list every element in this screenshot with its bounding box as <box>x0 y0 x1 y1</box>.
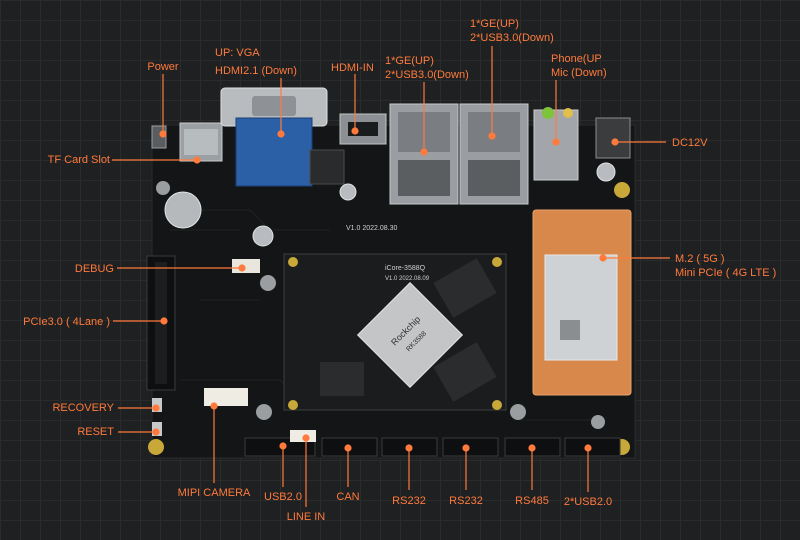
label-debug: DEBUG <box>74 263 114 275</box>
label-ge-usb-2: 1*GE(UP) 2*USB3.0(Down) <box>470 17 554 45</box>
label-ge-usb-1: 1*GE(UP) 2*USB3.0(Down) <box>385 54 469 82</box>
label-ge2-line1: 1*GE(UP) <box>470 18 519 30</box>
label-m2-line1: M.2 ( 5G ) <box>675 253 725 265</box>
label-rs232-2: RS232 <box>449 495 483 507</box>
label-tf-card-slot: TF Card Slot <box>47 154 110 166</box>
usb2x2-header <box>564 437 621 457</box>
hdmi-connector <box>309 149 345 185</box>
rtc-battery <box>164 191 202 229</box>
label-phone-mic: Phone(UP Mic (Down) <box>551 52 607 80</box>
mipi-camera-connector <box>204 388 248 406</box>
som-name-text: iCore-3588Q <box>385 265 426 272</box>
label-m2-minipcie: M.2 ( 5G ) Mini PCIe ( 4G LTE ) <box>675 252 776 280</box>
label-phone-line2: Mic (Down) <box>551 67 607 79</box>
label-hdmi-in: HDMI-IN <box>331 62 374 74</box>
emmc-chip <box>320 362 364 396</box>
label-ge1-line1: 1*GE(UP) <box>385 55 434 67</box>
label-dc12v: DC12V <box>672 137 708 149</box>
label-power: Power <box>147 61 179 73</box>
label-usb2: USB2.0 <box>264 491 302 503</box>
label-m2-line2: Mini PCIe ( 4G LTE ) <box>675 267 777 279</box>
dc-jack <box>595 117 631 159</box>
label-rs232-1: RS232 <box>392 495 426 507</box>
label-vga-hdmi: UP: VGA HDMI2.1 (Down) <box>215 46 297 78</box>
label-can: CAN <box>336 491 360 503</box>
rs232-header-2 <box>442 437 499 457</box>
label-ge1-line2: 2*USB3.0(Down) <box>385 69 469 81</box>
ram-chip-1 <box>433 258 497 318</box>
label-mipi-camera: MIPI CAMERA <box>177 487 251 499</box>
debug-connector <box>232 259 260 273</box>
label-line-in: LINE IN <box>286 511 326 523</box>
label-vga-line1: UP: VGA <box>215 47 260 59</box>
board-ver-text: V1.0 2022.08.30 <box>346 225 397 232</box>
label-reset: RESET <box>77 426 114 438</box>
label-recovery: RECOVERY <box>52 402 114 414</box>
line-in-connector <box>290 430 316 442</box>
label-phone-line1: Phone(UP <box>551 53 602 65</box>
label-ge2-line2: 2*USB3.0(Down) <box>470 32 554 44</box>
label-rs485: RS485 <box>515 495 549 507</box>
som-date-text: V1.0 2022.08.09 <box>385 276 430 282</box>
soc-chip <box>356 281 464 389</box>
label-pcie: PCIe3.0 ( 4Lane ) <box>23 316 110 328</box>
label-vga-line2: HDMI2.1 (Down) <box>215 65 297 77</box>
ram-chip-2 <box>433 342 497 402</box>
label-2-usb2: 2*USB2.0 <box>563 496 613 508</box>
